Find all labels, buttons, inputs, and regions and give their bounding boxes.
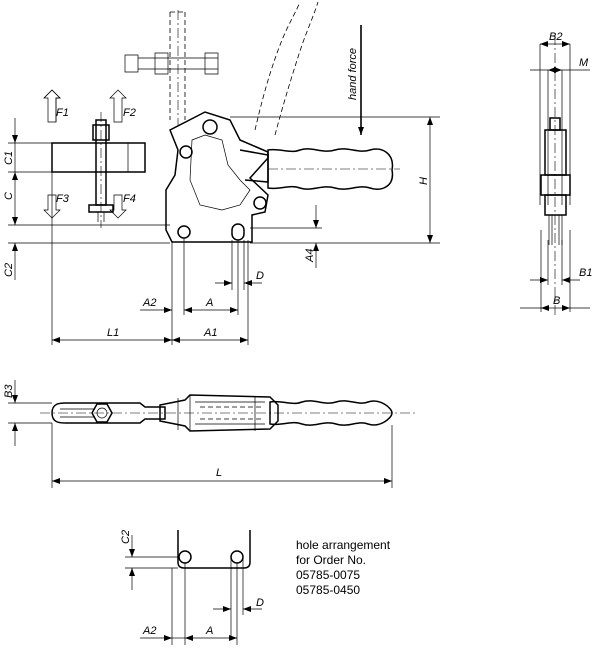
side-view: B2 M B1 B: [520, 31, 592, 318]
m-label: M: [579, 57, 589, 69]
note-line-1: hole arrangement: [296, 538, 391, 552]
a2-label: A2: [142, 297, 156, 309]
b1-label: B1: [579, 267, 592, 279]
hole-arrangement-note: hole arrangement for Order No. 05785-007…: [296, 538, 390, 598]
note-line-2: for Order No.: [296, 553, 367, 567]
front-view: hand force F1 F2 F3 F4 C1 C C2 H A4 D: [3, 1, 440, 345]
hole-arrangement-view: C2 D A2 A: [120, 530, 264, 645]
b2-label: B2: [549, 31, 562, 43]
d-label: D: [256, 270, 264, 282]
a2-hole-label: A2: [142, 625, 156, 637]
c2-hole-label: C2: [120, 530, 132, 544]
h-label: H: [418, 177, 430, 185]
f1-label: F1: [56, 107, 69, 119]
c-label: C: [3, 192, 15, 200]
hand-force-label: hand force: [347, 48, 359, 100]
note-line-3: 05785-0075: [296, 568, 361, 582]
a4-label: A4: [304, 249, 316, 263]
d-hole-label: D: [256, 597, 264, 609]
c2-label: C2: [3, 263, 15, 277]
l1-label: L1: [107, 327, 119, 339]
f3-label: F3: [56, 193, 70, 205]
a-label: A: [205, 297, 213, 309]
l-label: L: [216, 467, 222, 479]
note-line-4: 05785-0450: [296, 583, 361, 597]
f2-label: F2: [123, 107, 136, 119]
a1-label: A1: [203, 327, 217, 339]
c1-label: C1: [3, 151, 15, 165]
b3-label: B3: [3, 384, 15, 398]
top-view: B3 L: [3, 380, 415, 488]
a-hole-label: A: [205, 625, 213, 637]
f4-label: F4: [123, 193, 136, 205]
b-label: B: [553, 295, 560, 307]
